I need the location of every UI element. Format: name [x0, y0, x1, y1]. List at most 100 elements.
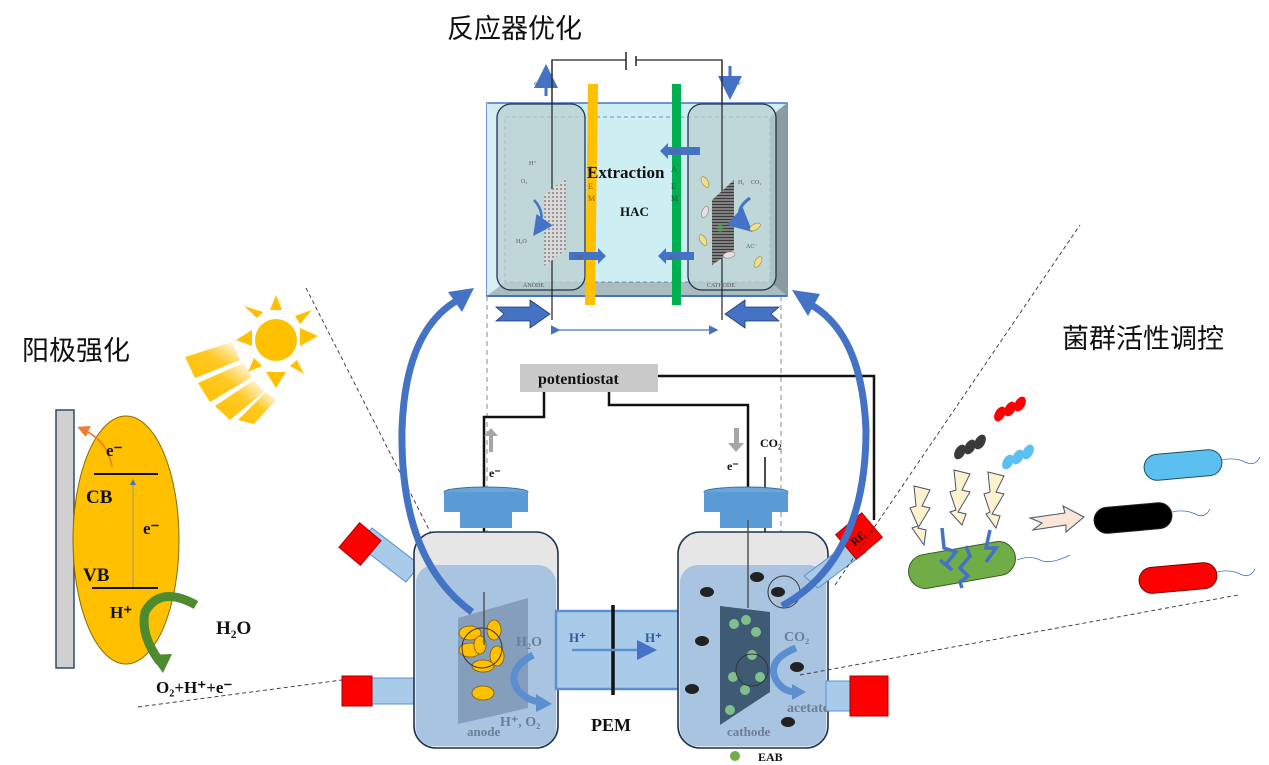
anode-upper-cap	[338, 522, 382, 566]
cem-letter-e: E	[588, 182, 593, 191]
particle	[700, 176, 710, 188]
cathode-base-label: CATHODE	[707, 283, 735, 289]
electron-transfer-arrow	[77, 426, 113, 468]
cathode-species-co2: CO₂	[751, 180, 761, 186]
sun-ray	[198, 363, 252, 402]
top-reactor: e⁻ e⁻ C E M A E M H⁺ O₂ H₂O ANODE	[486, 52, 788, 610]
cathode-reaction-arrow	[726, 196, 753, 232]
anode-electron-label: e⁻	[489, 466, 501, 480]
sun-ray	[215, 380, 264, 420]
eab-cell	[751, 627, 761, 637]
cathode-to-reactor-arrow	[780, 298, 870, 610]
potentiostat-box	[520, 364, 658, 392]
aem-letter-m: M	[671, 194, 678, 203]
cathode-lid	[704, 492, 788, 512]
anode-lid	[444, 492, 528, 512]
anode-out-label: H⁺, O₂	[500, 715, 540, 730]
bacterium-red	[1138, 562, 1218, 594]
semiconductor-particle	[72, 415, 180, 665]
cb-label: CB	[86, 487, 113, 508]
eab-cell	[728, 672, 738, 682]
reactor-title: 反应器优化	[447, 14, 582, 45]
co2-flow-arrow	[660, 143, 700, 159]
anode-reaction-arrowhead	[536, 694, 552, 712]
hole-label: H⁺	[110, 603, 132, 622]
cathode-carbon-electrode	[712, 180, 734, 265]
black-stimulus-molecule	[954, 434, 986, 460]
co2-flow-label: CO₂	[670, 150, 680, 156]
microbe	[700, 587, 714, 597]
electron-in-arrow	[728, 428, 744, 452]
anode-to-reactor-arrowhead	[448, 288, 474, 312]
anode-guide-line	[137, 679, 343, 708]
sun-ray	[185, 342, 240, 378]
cathode-zoom-circle	[735, 653, 769, 687]
cathode-biofilm-spot	[717, 224, 723, 232]
cation-exchange-membrane	[585, 84, 598, 305]
anion-exchange-membrane	[672, 84, 681, 305]
microbe	[790, 662, 804, 672]
electron-out-arrow	[484, 428, 498, 452]
particle	[471, 685, 495, 701]
aem-letter-e: E	[671, 182, 676, 191]
community-panel	[908, 396, 1261, 594]
particle	[489, 645, 505, 667]
electron-top-label: e⁻	[106, 441, 123, 460]
anode-zoom-circle	[461, 627, 503, 669]
flagellum	[1171, 508, 1211, 517]
proton-flow-label: H⁺	[577, 254, 585, 261]
bacterium-black	[1093, 502, 1173, 534]
water-oxidation-arrow	[139, 592, 199, 665]
anode-lower-cap	[341, 675, 373, 707]
cathode-lead	[607, 392, 750, 520]
particle	[749, 222, 761, 232]
anode-base-label: ANODE	[523, 283, 544, 289]
eab-cell	[755, 672, 765, 682]
compress-arrow-left	[494, 299, 551, 329]
eab-legend-label: EAB	[758, 750, 783, 764]
product-label: O₂+H⁺+e⁻	[156, 678, 232, 697]
pem-label: PEM	[591, 715, 631, 735]
cathode-species-ac: AC⁻	[746, 244, 758, 250]
anode-in-label: H₂O	[516, 635, 542, 650]
blue-stimulus-molecule	[1002, 444, 1034, 470]
aem-letter-a: A	[671, 165, 677, 174]
anode-label: anode	[467, 724, 500, 739]
eab-cell	[740, 685, 750, 695]
anode-side-port-lower	[371, 677, 419, 705]
particle	[473, 635, 487, 655]
water-oxidation-arrowhead	[150, 654, 172, 673]
water-label: H₂O	[216, 618, 251, 639]
cathode-reaction-arrow	[770, 644, 798, 696]
anode-to-reactor-arrow	[398, 296, 475, 615]
community-title: 菌群活性调控	[1062, 324, 1224, 355]
cathode-out-label: acetate	[787, 701, 829, 716]
cathode-in-label: CO₂	[784, 630, 809, 645]
electrode-plate	[55, 409, 75, 669]
microbe	[781, 717, 795, 727]
red-stimulus-molecule	[994, 396, 1026, 422]
eab-cell	[747, 650, 757, 660]
acetate-flow-arrow	[658, 248, 694, 264]
photoanode-panel: e⁻ CB e⁻ VB H⁺ H₂O O₂+H⁺+e⁻	[55, 409, 251, 697]
particle	[471, 659, 495, 673]
sun-icon	[185, 295, 318, 424]
lightning-bolts	[909, 469, 1005, 547]
cem-letter-c: C	[588, 165, 593, 174]
cathode-species-h2: H₂	[738, 180, 744, 186]
sun-ray	[238, 392, 276, 424]
microbe	[771, 587, 785, 597]
cathode-electron-label: e⁻	[727, 459, 739, 473]
reference-lead	[658, 374, 876, 520]
proton-left-label: H⁺	[569, 630, 586, 645]
sun-spikes	[236, 295, 318, 388]
bacterium-damage-marks	[938, 527, 1000, 589]
anode-title: 阳极强化	[22, 336, 130, 367]
lightning-bolt	[983, 471, 1005, 530]
electron-left-label: e⁻	[534, 81, 540, 87]
eab-cell	[741, 615, 751, 625]
cathode-lower-cap	[849, 675, 889, 717]
flagellum	[1016, 554, 1071, 563]
cathode-particles	[698, 176, 763, 268]
